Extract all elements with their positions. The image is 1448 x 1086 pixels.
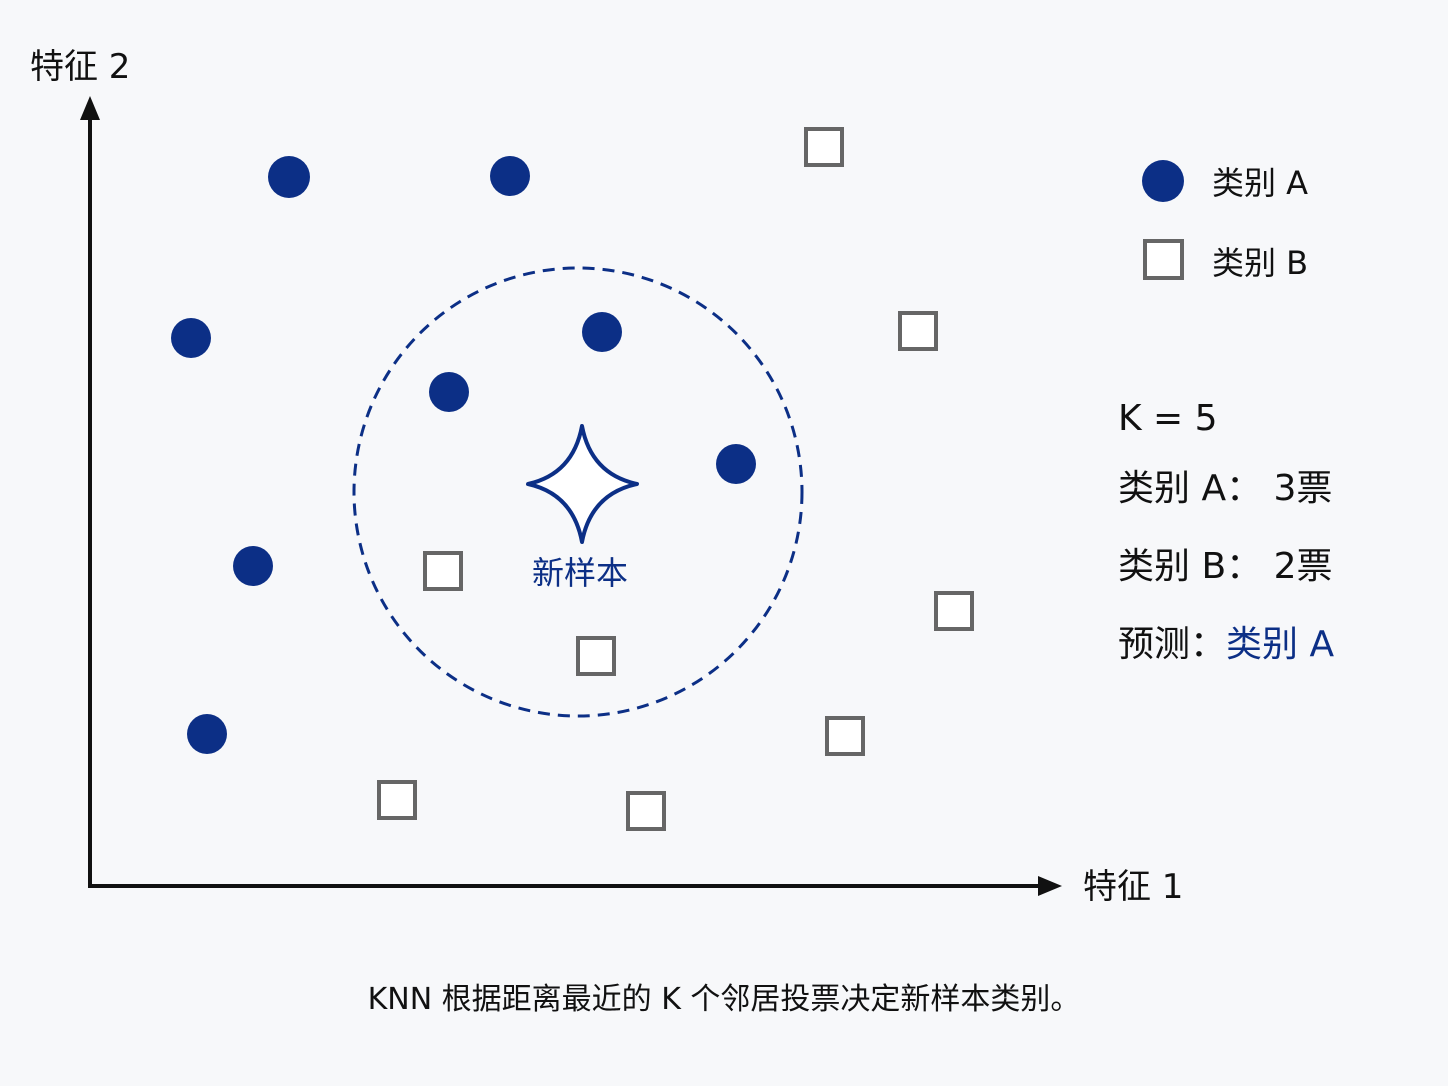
class-a-point	[268, 156, 310, 198]
legend-class-a-label: 类别 A	[1212, 164, 1308, 202]
prediction-value: 类别 A	[1226, 624, 1334, 665]
x-axis-label: 特征 1	[1083, 867, 1183, 907]
class-b-point	[377, 780, 417, 820]
prediction-line: 预测：类别 A	[1118, 624, 1334, 665]
class-a-point	[233, 546, 273, 586]
class-a-points	[171, 156, 756, 754]
class-a-point	[582, 312, 622, 352]
votes-class-a: 类别 A： 3票	[1118, 468, 1332, 509]
y-axis-arrow-icon	[80, 96, 100, 120]
legend: 类别 A 类别 B	[1142, 160, 1308, 282]
class-b-point	[576, 636, 616, 676]
legend-class-b-icon	[1143, 239, 1184, 280]
vote-summary: K = 5 类别 A： 3票 类别 B： 2票 预测：类别 A	[1118, 398, 1334, 665]
class-b-point	[804, 127, 844, 167]
new-sample-star-icon	[526, 424, 639, 544]
class-b-point	[825, 716, 865, 756]
prediction-prefix: 预测：	[1118, 624, 1226, 665]
class-a-point	[171, 318, 211, 358]
caption: KNN 根据距离最近的 K 个邻居投票决定新样本类别。	[368, 982, 1081, 1017]
class-b-points	[377, 127, 974, 831]
votes-class-b: 类别 B： 2票	[1118, 546, 1333, 587]
legend-class-a-icon	[1142, 160, 1184, 202]
class-a-point	[716, 444, 756, 484]
class-a-point	[490, 156, 530, 196]
class-a-point	[429, 372, 469, 412]
k-value: K = 5	[1118, 398, 1218, 439]
k-neighborhood-circle	[352, 266, 804, 718]
x-axis-arrow-icon	[1038, 876, 1062, 896]
legend-class-b-label: 类别 B	[1212, 244, 1308, 282]
class-b-point	[934, 591, 974, 631]
y-axis-label: 特征 2	[30, 47, 130, 87]
class-a-point	[187, 714, 227, 754]
class-b-point	[898, 311, 938, 351]
class-b-point	[626, 791, 666, 831]
class-b-point	[423, 551, 463, 591]
new-sample-label: 新样本	[532, 554, 628, 592]
